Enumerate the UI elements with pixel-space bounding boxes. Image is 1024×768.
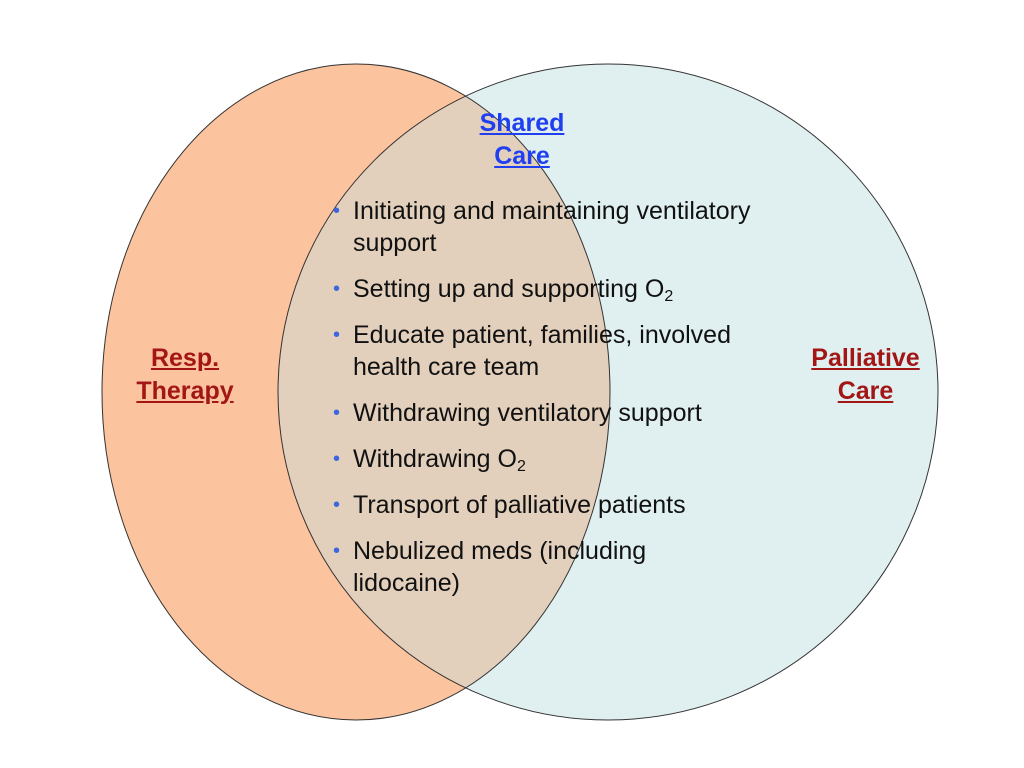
list-item-text: Educate patient, families, involved heal… <box>353 321 731 381</box>
list-item-text: Setting up and supporting O <box>353 275 665 303</box>
palliative-care-label-line1: Palliative <box>811 344 920 372</box>
respiratory-therapy-circle-outline <box>101 63 611 721</box>
list-item: • Initiating and maintaining ventilatory… <box>330 195 760 259</box>
list-item-text: Withdrawing O <box>353 445 517 473</box>
bullet-icon: • <box>333 448 341 470</box>
list-item: • Nebulized meds (including lidocaine) <box>330 535 760 599</box>
list-item: • Withdrawing O2 <box>330 443 760 475</box>
list-item: • Setting up and supporting O2 <box>330 273 760 305</box>
resp-therapy-label-line1: Resp. <box>150 344 220 372</box>
bullet-icon: • <box>333 540 341 562</box>
resp-therapy-label-line2: Therapy <box>136 377 234 405</box>
shared-care-label: Shared Care <box>446 107 598 173</box>
palliative-care-label: Palliative Care <box>788 342 943 408</box>
shared-care-overlap <box>278 64 610 720</box>
list-item-text: Nebulized meds (including lidocaine) <box>353 537 647 597</box>
bullet-icon: • <box>333 402 341 424</box>
list-item: • Transport of palliative patients <box>330 489 760 521</box>
list-item: • Educate patient, families, involved he… <box>330 319 760 383</box>
list-item-text: Transport of palliative patients <box>353 491 686 519</box>
subscript: 2 <box>516 458 526 475</box>
shared-care-list: • Initiating and maintaining ventilatory… <box>330 195 760 613</box>
bullet-icon: • <box>333 324 341 346</box>
bullet-icon: • <box>333 278 341 300</box>
bullet-icon: • <box>333 200 341 222</box>
subscript: 2 <box>664 288 674 305</box>
list-item: • Withdrawing ventilatory support <box>330 397 760 429</box>
palliative-care-label-line2: Care <box>837 377 894 405</box>
shared-care-label-line2: Care <box>494 142 550 170</box>
shared-care-label-line1: Shared <box>479 109 565 137</box>
palliative-care-circle-outline <box>277 63 939 721</box>
list-item-text: Initiating and maintaining ventilatory s… <box>353 197 751 257</box>
bullet-icon: • <box>333 494 341 516</box>
resp-therapy-label: Resp. Therapy <box>110 342 260 408</box>
list-item-text: Withdrawing ventilatory support <box>353 399 702 427</box>
